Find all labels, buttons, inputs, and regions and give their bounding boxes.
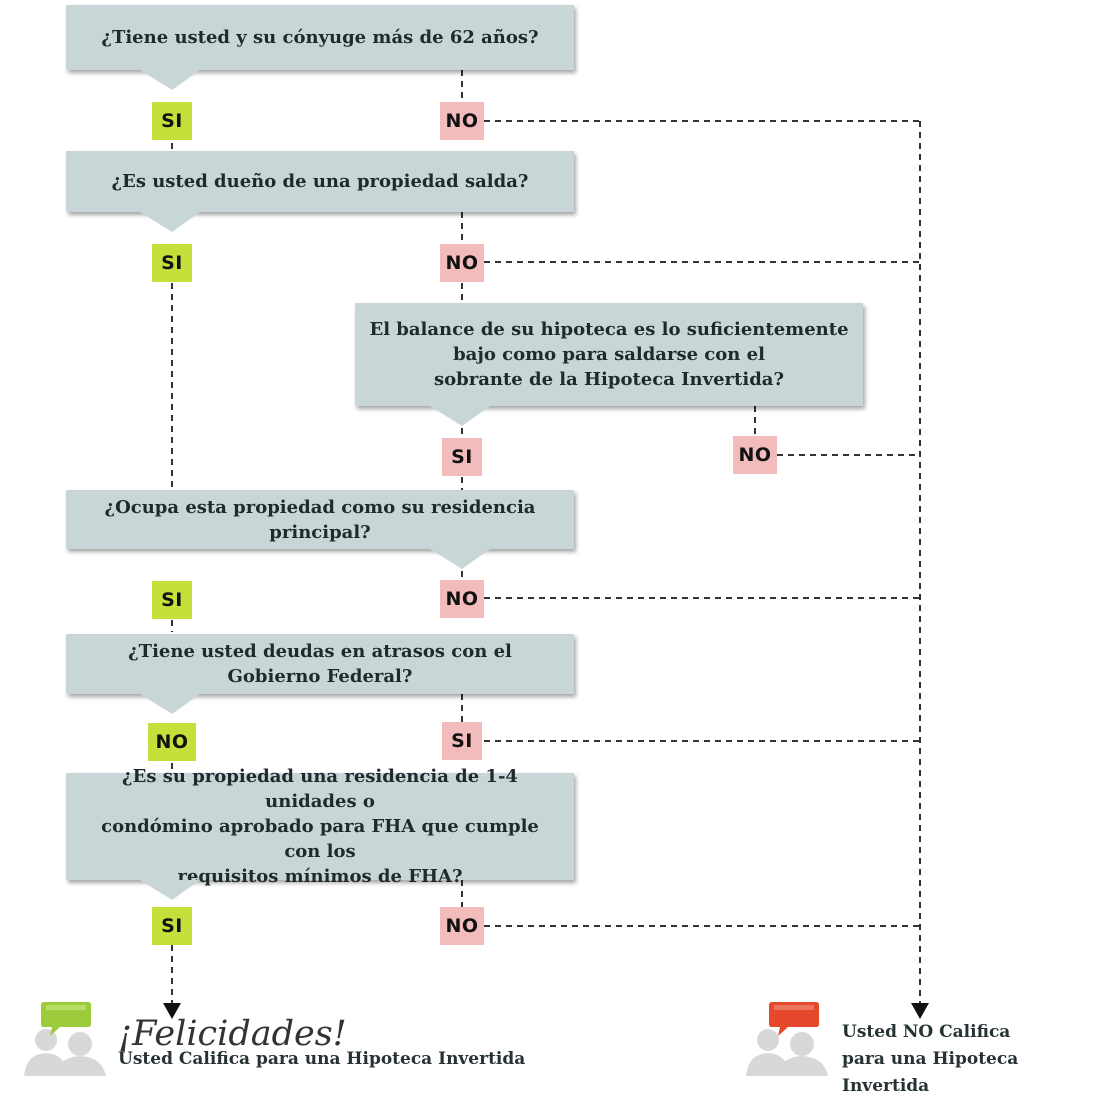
question-age: ¿Tiene usted y su cónyuge más de 62 años… [66, 5, 574, 70]
answer-q3-yes: SI [442, 438, 482, 476]
question-mortgage-balance-line1: El balance de su hipoteca es lo suficien… [369, 319, 849, 340]
answer-q4-yes: SI [152, 581, 192, 619]
question-federal-debt-text: ¿Tiene usted deudas en atrasos con el Go… [128, 641, 512, 687]
answer-q5-yes: SI [442, 722, 482, 760]
qualify-speech-bubble-icon [41, 1002, 91, 1036]
arrow-qualify [163, 1003, 181, 1019]
question-owns-property-text: ¿Es usted dueño de una propiedad salda? [111, 171, 529, 192]
answer-q5-yes-label: SI [451, 730, 473, 752]
not-qualify-speech-bubble-icon [769, 1002, 819, 1036]
answer-q1-yes: SI [152, 102, 192, 140]
answer-q1-no-label: NO [445, 110, 479, 132]
answer-q3-yes-label: SI [451, 446, 473, 468]
answer-q3-no-label: NO [738, 444, 772, 466]
flow-connectors [163, 70, 929, 1019]
answer-q2-yes: SI [152, 244, 192, 282]
not-qualify-text: Usted NO Califica para una Hipoteca Inve… [842, 1019, 1099, 1100]
question-fha-property-line3: requisitos mínimos de FHA? [177, 866, 463, 887]
arrow-not-qualify [911, 1003, 929, 1019]
question-mortgage-balance-line2: bajo como para saldarse con el [453, 344, 765, 365]
question-fha-property-line1: ¿Es su propiedad una residencia de 1-4 u… [122, 766, 518, 812]
qualification-flowchart: ¿Tiene usted y su cónyuge más de 62 años… [24, 5, 1018, 1096]
answer-q2-no: NO [440, 244, 484, 282]
qualify-title: ¡Felicidades! [118, 1014, 347, 1054]
answer-q4-no-label: NO [445, 588, 479, 610]
answer-q4-no: NO [440, 580, 484, 618]
not-qualify-line1: Usted NO Califica [842, 1022, 1011, 1042]
answer-q6-yes-label: SI [161, 915, 183, 937]
question-fha-property-line2: condómino aprobado para FHA que cumple c… [101, 816, 539, 862]
question-mortgage-balance-line3: sobrante de la Hipoteca Invertida? [433, 369, 784, 390]
not-qualify-people-icon [746, 1029, 828, 1076]
answer-q3-no: NO [733, 436, 777, 474]
answer-q6-yes: SI [152, 907, 192, 945]
not-qualify-line2: para una Hipoteca Invertida [842, 1049, 1019, 1096]
answer-q2-no-label: NO [445, 252, 479, 274]
question-owns-property: ¿Es usted dueño de una propiedad salda? [66, 151, 574, 212]
answer-q1-yes-label: SI [161, 110, 183, 132]
answer-q4-yes-label: SI [161, 589, 183, 611]
answer-q6-no: NO [440, 907, 484, 945]
question-fha-property: ¿Es su propiedad una residencia de 1-4 u… [66, 766, 574, 887]
qualify-text: Usted Califica para una Hipoteca Inverti… [118, 1049, 526, 1069]
answer-q1-no: NO [440, 102, 484, 140]
answer-q6-no-label: NO [445, 915, 479, 937]
question-age-text: ¿Tiene usted y su cónyuge más de 62 años… [101, 27, 539, 48]
answer-q5-no: NO [148, 723, 196, 761]
question-primary-residence: ¿Ocupa esta propiedad como su residencia… [66, 490, 574, 549]
question-primary-residence-text: ¿Ocupa esta propiedad como su residencia… [104, 496, 536, 543]
answer-q2-yes-label: SI [161, 252, 183, 274]
answer-q5-no-label: NO [155, 731, 189, 753]
question-mortgage-balance: El balance de su hipoteca es lo suficien… [355, 303, 863, 406]
question-federal-debt: ¿Tiene usted deudas en atrasos con el Go… [66, 634, 574, 694]
